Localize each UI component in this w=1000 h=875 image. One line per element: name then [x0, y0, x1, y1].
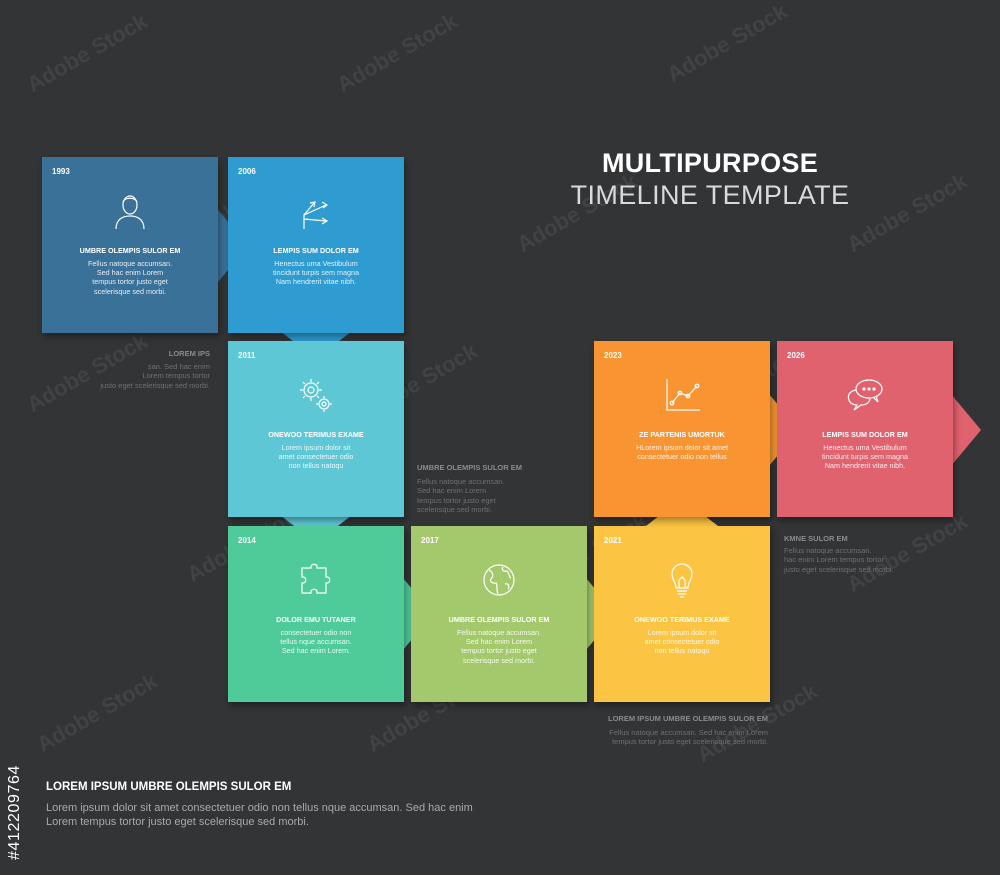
- footer-heading: LOREM IPSUM UMBRE OLEMPIS SULOR EM: [46, 781, 292, 793]
- puzzle-icon: [296, 560, 336, 600]
- box-heading: ONEWOO TERIMUS EXAME: [634, 615, 730, 624]
- note-body: san. Sed hac enim Lorem tempus tortor ju…: [100, 362, 210, 390]
- gears-icon: [296, 375, 336, 415]
- timeline-box-2017: 2017 UMBRE OLEMPIS SULOR EM Fellus natoq…: [411, 526, 587, 702]
- box-year: 2011: [238, 351, 256, 360]
- timeline-box-2014: 2014 DOLOR EMU TUTANER consectetuer odio…: [228, 526, 404, 702]
- box-year: 2017: [421, 536, 439, 545]
- footer-body: Lorem ipsum dolor sit amet consectetuer …: [46, 802, 473, 828]
- lightbulb-icon: [662, 560, 702, 600]
- title-line-2: TIMELINE TEMPLATE: [570, 180, 850, 210]
- note-body: Fellus natoque accumsan. Sed hac enim Lo…: [417, 477, 505, 515]
- person-icon: [110, 191, 150, 231]
- box-body: Henectus uma Vestibulum tincidunt turpis…: [273, 259, 359, 287]
- watermark: Adobe Stock: [332, 8, 462, 98]
- box-year: 2026: [787, 351, 805, 360]
- box-heading: ONEWOO TERIMUS EXAME: [268, 430, 364, 439]
- box-year: 2014: [238, 536, 256, 545]
- note-heading: LOREM IPS: [168, 349, 210, 358]
- note-body: Fellus natoque accumsan. hac enim Lorem …: [784, 546, 894, 574]
- timeline-box-1993: 1993 UMBRE OLEMPIS SULOR EM Fellus natoq…: [42, 157, 218, 333]
- box-heading: LEMPIS SUM DOLOR EM: [273, 246, 359, 255]
- box-body: Fellus natoque accumsan. Sed hac enim Lo…: [457, 628, 541, 665]
- box-year: 2023: [604, 351, 622, 360]
- box-year: 2006: [238, 167, 256, 176]
- box-heading: UMBRE OLEMPIS SULOR EM: [79, 246, 181, 255]
- box-body: consectetuer odio non tellus nque accums…: [280, 628, 352, 656]
- box-body: Henectus uma Vestibulum tincidunt turpis…: [822, 443, 908, 471]
- timeline-box-2011: 2011 ONEWOO TERIMUS EXAME Lorem ipsum do…: [228, 341, 404, 517]
- box-year: 2021: [604, 536, 622, 545]
- box-body: Lorem ipsum dolor sit amet consectetuer …: [278, 443, 354, 471]
- box-heading: ZE PARTENIS UMORTUK: [639, 430, 725, 439]
- stock-id: #412209764: [6, 765, 23, 860]
- box-heading: DOLOR EMU TUTANER: [276, 615, 356, 624]
- split-arrows-icon: [296, 191, 336, 231]
- box-body: HLorem ipsum dolor sit amet consectetuer…: [636, 443, 728, 462]
- note-heading: KMNE SULOR EM: [784, 534, 848, 543]
- box-heading: LEMPIS SUM DOLOR EM: [822, 430, 908, 439]
- timeline-box-2006: 2006 LEMPIS SUM DOLOR EM Henectus uma Ve…: [228, 157, 404, 333]
- note-heading: LOREM IPSUM UMBRE OLEMPIS SULOR EM: [607, 714, 768, 723]
- watermark: Adobe Stock: [32, 668, 162, 758]
- note-heading: UMBRE OLEMPIS SULOR EM: [417, 463, 523, 472]
- timeline-box-2023: 2023 ZE PARTENIS UMORTUK HLorem ipsum do…: [594, 341, 770, 517]
- chart-icon: [662, 375, 702, 415]
- timeline-box-2026: 2026 LEMPIS SUM DOLOR EM Henectus uma Ve…: [777, 341, 953, 517]
- note-body: Fellus natoque accumsan. Sed hac enim Lo…: [609, 728, 768, 747]
- globe-icon: [479, 560, 519, 600]
- box-year: 1993: [52, 167, 70, 176]
- watermark: Adobe Stock: [22, 8, 152, 98]
- box-heading: UMBRE OLEMPIS SULOR EM: [448, 615, 550, 624]
- title-line-1: MULTIPURPOSE: [601, 148, 819, 178]
- arrow-right: [951, 394, 981, 466]
- watermark: Adobe Stock: [662, 0, 792, 88]
- timeline-box-2021: 2021 ONEWOO TERIMUS EXAME Lorem ipsum do…: [594, 526, 770, 702]
- watermark: Adobe Stock: [842, 168, 972, 258]
- box-body: Fellus natoque accumsan. Sed hac enim Lo…: [88, 259, 172, 296]
- speech-bubbles-icon: [845, 375, 885, 415]
- box-body: Lorem ipsum dolor sit amet consectetuer …: [644, 628, 720, 656]
